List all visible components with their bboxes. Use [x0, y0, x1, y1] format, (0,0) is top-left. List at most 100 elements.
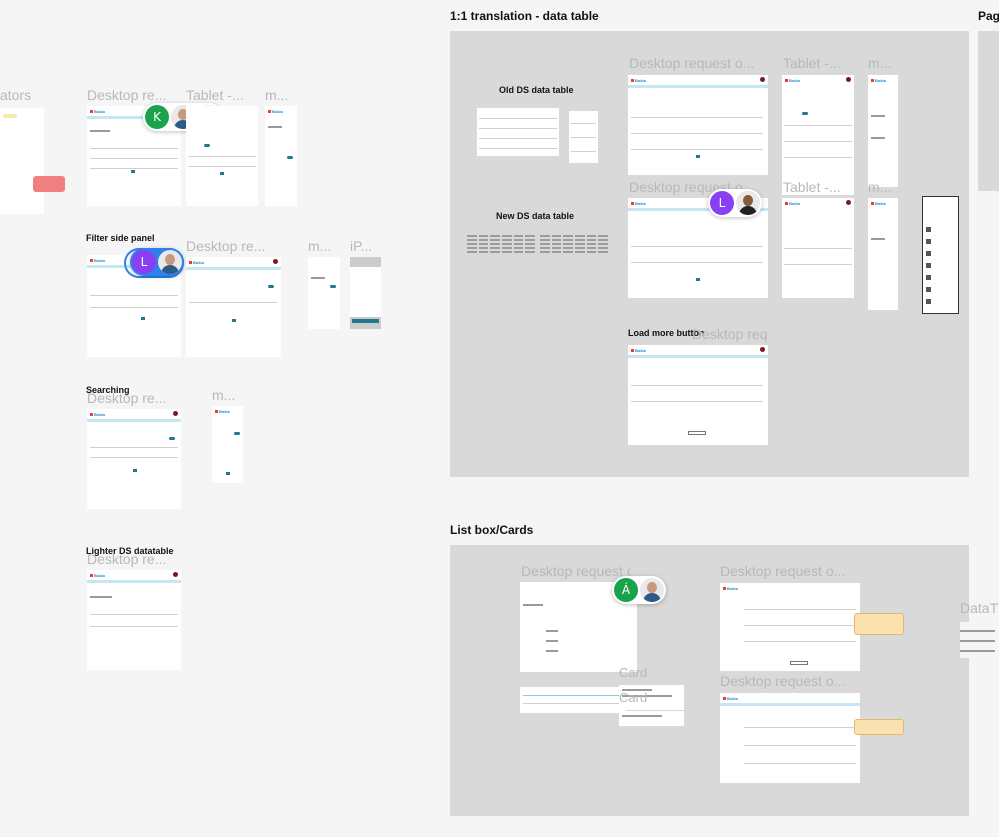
table-line	[90, 614, 178, 615]
frame-label-desktop: Desktop re...	[87, 390, 167, 406]
list-item[interactable]	[926, 275, 931, 280]
pagination[interactable]	[133, 469, 137, 472]
new-ds-table[interactable]	[467, 235, 535, 253]
avatar-a[interactable]: Á	[614, 578, 638, 602]
text-line	[960, 650, 995, 652]
header-bar	[87, 580, 181, 583]
frame-tablet-3[interactable]: Bokio	[782, 198, 854, 298]
section-pag[interactable]	[978, 31, 999, 191]
section-list-cards[interactable]: Desktop request o... Á Desktop request o…	[450, 545, 969, 816]
avatar-icon[interactable]	[173, 411, 178, 416]
frame-tablet-2[interactable]: Bokio	[782, 75, 854, 195]
frame-search-desktop[interactable]: Bokio	[87, 409, 181, 509]
avatar-icon[interactable]	[760, 77, 765, 82]
table-line	[188, 166, 256, 167]
frame-tablet[interactable]	[186, 106, 258, 206]
section-translation[interactable]: Old DS data table New DS data table Desk…	[450, 31, 969, 477]
pagination[interactable]	[141, 317, 145, 320]
list-item[interactable]	[926, 287, 931, 292]
card-1[interactable]	[619, 685, 684, 710]
toggle[interactable]	[330, 285, 336, 288]
avatar-l[interactable]: L	[132, 250, 156, 274]
pagination[interactable]	[131, 170, 135, 173]
avatar-l[interactable]: L	[710, 191, 734, 215]
toggle[interactable]	[802, 112, 808, 115]
frame-cards-desktop-2[interactable]: Bokio	[720, 693, 860, 783]
list-item[interactable]	[926, 239, 931, 244]
table-line	[784, 125, 852, 126]
list-item[interactable]	[926, 251, 931, 256]
text-line	[546, 650, 558, 652]
frame-label-ators: ators	[0, 87, 32, 103]
pagination[interactable]	[696, 278, 700, 281]
new-ds-table-2[interactable]	[540, 235, 608, 253]
avatar-photo[interactable]	[736, 191, 760, 215]
table-line	[631, 262, 763, 263]
card-2[interactable]	[619, 711, 684, 726]
list-item[interactable]	[926, 227, 931, 232]
avatar-icon[interactable]	[273, 259, 278, 264]
pagination[interactable]	[696, 155, 700, 158]
old-ds-table-mobile[interactable]	[569, 111, 598, 163]
frame-label-tablet: Tablet -...	[783, 55, 841, 71]
comment-sticky[interactable]	[854, 719, 904, 735]
frame-datat[interactable]	[960, 622, 999, 658]
avatar-photo[interactable]	[640, 578, 664, 602]
table-line	[90, 447, 178, 448]
toggle[interactable]	[268, 285, 274, 288]
avatar-icon[interactable]	[846, 200, 851, 205]
table-line	[784, 157, 852, 158]
list-item[interactable]	[926, 263, 931, 268]
toggle[interactable]	[169, 437, 175, 440]
load-more-button[interactable]	[688, 431, 706, 435]
frame-desktop-request-1[interactable]: Bokio	[628, 75, 768, 175]
section-title-translation: 1:1 translation - data table	[450, 9, 599, 23]
frame-label-m: m...	[868, 179, 892, 195]
avatar-k[interactable]: K	[145, 105, 169, 129]
pagination[interactable]	[232, 319, 236, 322]
brand-logo: Bokio	[90, 109, 105, 114]
apply-button[interactable]	[352, 319, 379, 323]
avatar-icon[interactable]	[173, 572, 178, 577]
brand-logo: Bokio	[631, 201, 646, 206]
load-more-button[interactable]	[790, 661, 808, 665]
list-item[interactable]	[926, 299, 931, 304]
presence-group-3[interactable]: L	[708, 189, 762, 217]
comment-sticky[interactable]	[854, 613, 904, 635]
frame-label-desktop-request: Desktop request o...	[720, 673, 846, 689]
frame-mobile-2[interactable]: Bokio	[868, 75, 898, 187]
frame-mobile-list[interactable]	[922, 196, 959, 314]
frame-search-mobile[interactable]: Bokio	[212, 406, 243, 483]
frame-listbox-small[interactable]	[520, 687, 626, 713]
frame-mobile-3[interactable]: Bokio	[868, 198, 898, 310]
table-line	[90, 457, 178, 458]
toggle[interactable]	[287, 156, 293, 159]
text-line	[871, 238, 885, 240]
pagination[interactable]	[220, 172, 224, 175]
presence-group-2[interactable]: L	[130, 248, 184, 276]
frame-filter-mobile[interactable]	[308, 257, 340, 329]
frame-cards-desktop-1[interactable]: Bokio	[720, 583, 860, 671]
table-line	[744, 609, 856, 610]
pagination[interactable]	[226, 472, 230, 475]
lighter-ds-title: Lighter DS datatable	[86, 546, 174, 556]
frame-load-more[interactable]: Bokio	[628, 345, 768, 445]
avatar-photo[interactable]	[158, 250, 182, 274]
table-line	[90, 626, 178, 627]
toggle[interactable]	[234, 432, 240, 435]
old-ds-table[interactable]	[477, 108, 559, 156]
frame-filter-iphone[interactable]	[350, 257, 381, 329]
brand-logo: Bokio	[871, 78, 886, 83]
toggle[interactable]	[204, 144, 210, 147]
frame-filter-desktop-2[interactable]: Bokio	[186, 257, 281, 357]
avatar-icon[interactable]	[846, 77, 851, 82]
table-line	[90, 158, 178, 159]
sticky-note-red[interactable]	[33, 176, 65, 192]
frame-lighter-desktop[interactable]: Bokio	[87, 570, 181, 670]
sticky-note-yellow[interactable]	[3, 114, 17, 118]
frame-mobile[interactable]: Bokio	[265, 106, 297, 206]
frame-ators[interactable]	[0, 108, 44, 214]
table-line	[571, 137, 596, 138]
presence-group-4[interactable]: Á	[612, 576, 666, 604]
avatar-icon[interactable]	[760, 347, 765, 352]
